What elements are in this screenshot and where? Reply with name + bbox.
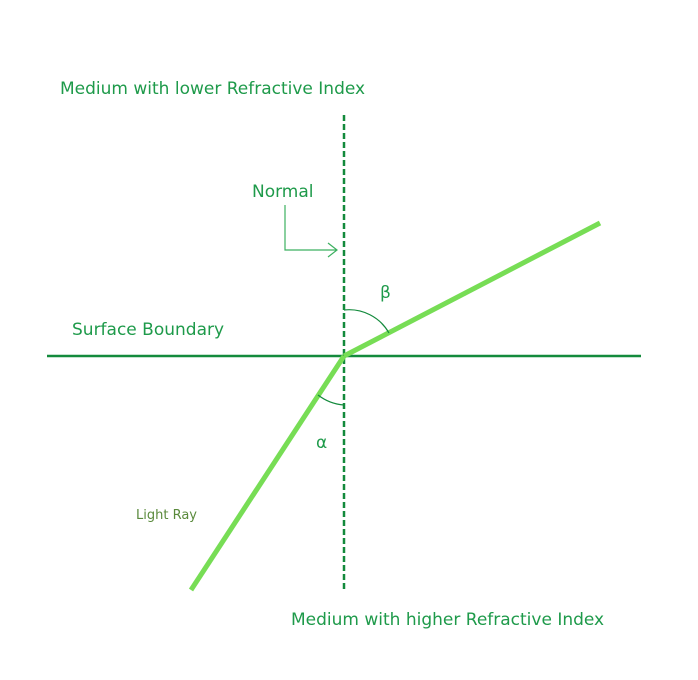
light-ray-label: Light Ray <box>136 508 197 523</box>
lower-medium-label: Medium with higher Refractive Index <box>291 610 604 630</box>
surface-boundary-label: Surface Boundary <box>72 320 224 340</box>
normal-pointer-arrow-icon <box>284 205 338 258</box>
beta-label: β <box>380 283 391 303</box>
refracted-ray <box>342 220 602 359</box>
incidence-angle-arc <box>317 394 345 406</box>
alpha-label: α <box>316 433 327 453</box>
normal-label: Normal <box>252 182 314 202</box>
incident-ray <box>188 354 347 592</box>
upper-medium-label: Medium with lower Refractive Index <box>60 79 365 99</box>
refraction-angle-arc <box>343 309 390 334</box>
